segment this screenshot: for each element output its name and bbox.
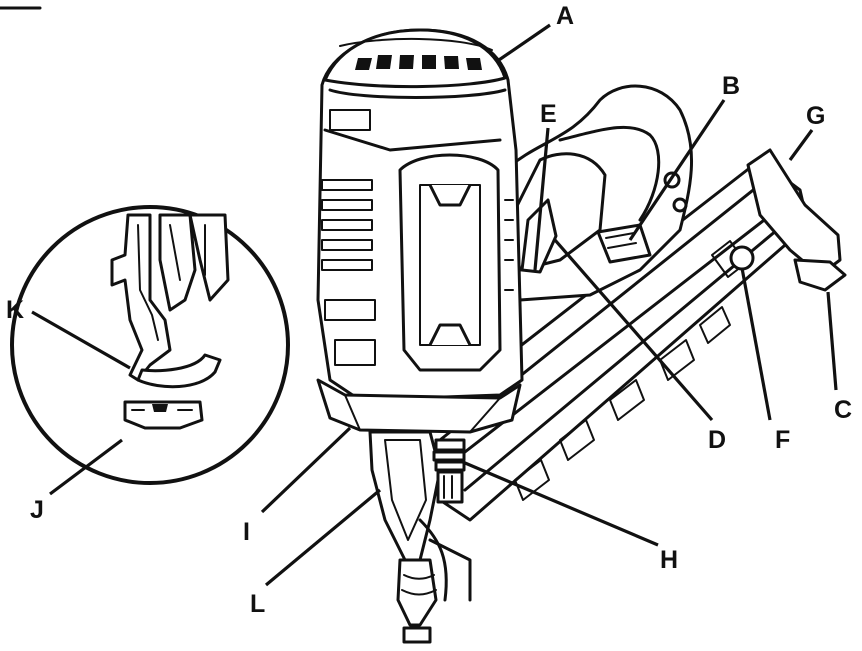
leader-f bbox=[740, 267, 772, 421]
leader-e bbox=[533, 127, 550, 271]
callout-b: B bbox=[722, 72, 740, 100]
leader-h bbox=[457, 458, 659, 547]
callout-e: E bbox=[540, 100, 557, 128]
callout-a: A bbox=[556, 2, 574, 30]
leader-c bbox=[826, 291, 838, 391]
callout-k: K bbox=[6, 296, 24, 324]
leader-a bbox=[495, 23, 551, 64]
callout-h: H bbox=[660, 546, 678, 574]
callout-j: J bbox=[30, 496, 44, 524]
leader-i bbox=[260, 426, 352, 514]
leader-l bbox=[264, 488, 382, 587]
detail-inset bbox=[10, 205, 290, 485]
leader-b bbox=[628, 99, 726, 241]
leader-k bbox=[31, 310, 131, 370]
callout-l: L bbox=[250, 590, 265, 618]
leader-g bbox=[788, 129, 814, 161]
callout-c: C bbox=[834, 396, 852, 424]
magazine bbox=[423, 148, 847, 522]
callout-i: I bbox=[243, 518, 250, 546]
callout-d: D bbox=[708, 426, 726, 454]
leader-d bbox=[553, 238, 714, 422]
nose-assembly bbox=[368, 430, 472, 644]
pusher-knob bbox=[729, 245, 755, 271]
leader-j bbox=[49, 438, 123, 496]
callout-g: G bbox=[806, 102, 825, 130]
callout-f: F bbox=[775, 426, 790, 454]
motor-housing bbox=[316, 28, 524, 434]
